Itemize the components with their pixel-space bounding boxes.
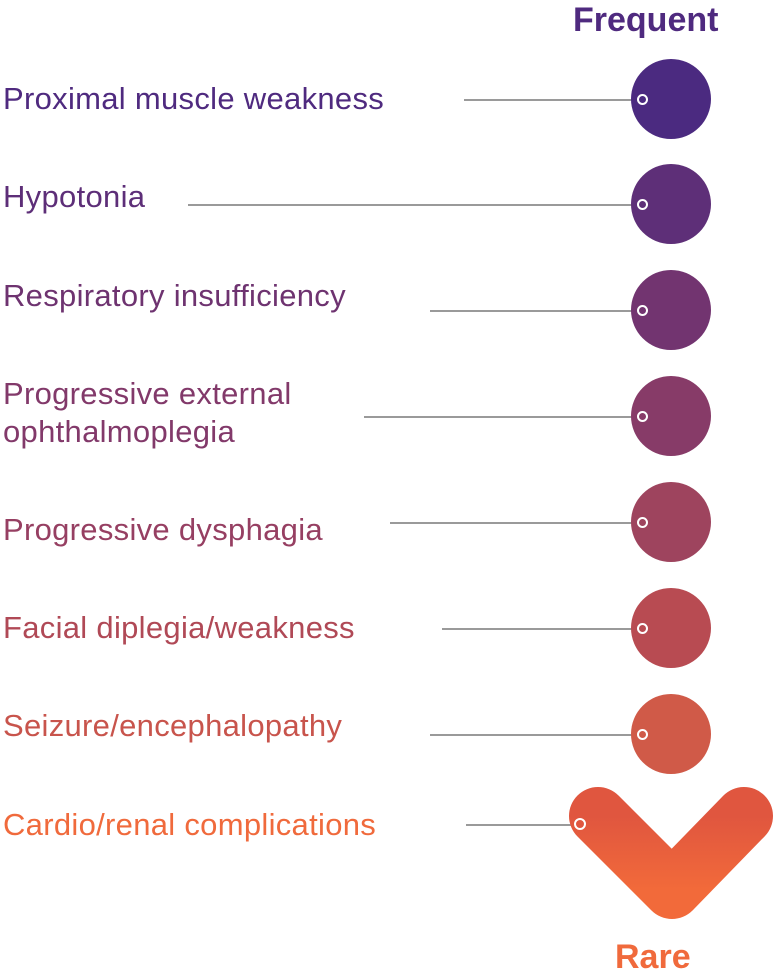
anchor-dot-6 [637, 623, 648, 634]
anchor-dot-3 [637, 305, 648, 316]
anchor-dot-1 [637, 94, 648, 105]
symptom-label-1: Proximal muscle weakness [3, 81, 385, 116]
symptom-label-7: Seizure/encephalopathy [3, 708, 343, 743]
connector-line-7 [430, 734, 642, 736]
symptom-label-8: Cardio/renal complications [3, 807, 377, 842]
anchor-dot-7 [637, 729, 648, 740]
connector-line-1 [464, 99, 642, 101]
frequent-label: Frequent [573, 1, 719, 39]
rare-label: Rare [615, 938, 691, 976]
anchor-dot-2 [637, 199, 648, 210]
connector-line-3 [430, 310, 642, 312]
symptom-label-4: Progressive external ophthalmoplegia [3, 376, 292, 449]
symptom-label-5: Progressive dysphagia [3, 512, 323, 547]
symptom-label-3: Respiratory insufficiency [3, 278, 346, 313]
connector-line-5 [390, 522, 642, 524]
connector-line-8 [466, 824, 580, 826]
symptom-label-6: Facial diplegia/weakness [3, 610, 355, 645]
connector-line-6 [442, 628, 642, 630]
anchor-dot-5 [637, 517, 648, 528]
connector-line-2 [188, 204, 642, 206]
anchor-dot-4 [637, 411, 648, 422]
symptom-label-2: Hypotonia [3, 179, 146, 214]
connector-line-4 [364, 416, 642, 418]
